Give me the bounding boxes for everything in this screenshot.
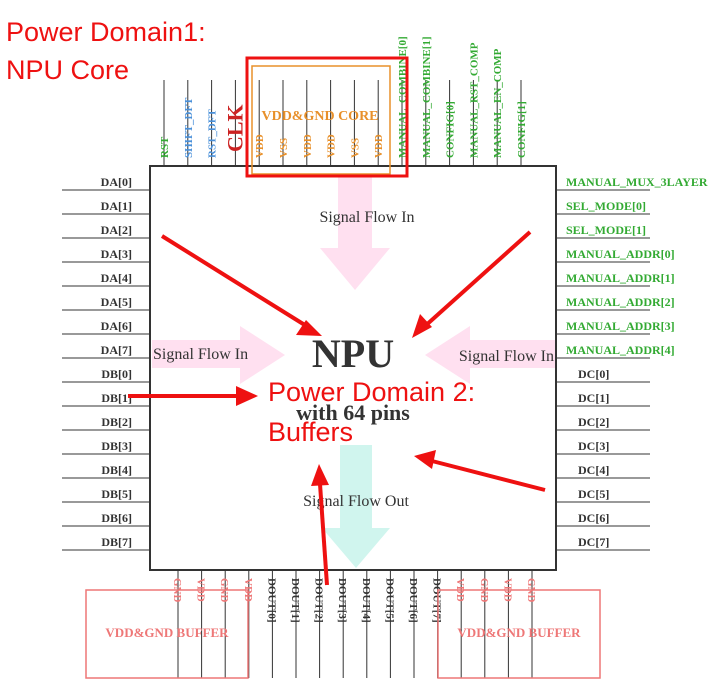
pin-label-bottom: DOUT[0]: [265, 578, 277, 623]
pin-label-left: DB[0]: [101, 367, 132, 381]
pin-label-bottom: DOUT[1]: [289, 578, 301, 623]
buffer-left-group-box: [85, 589, 249, 679]
pin-label-left: DA[1]: [101, 199, 132, 213]
power-domain1-title: Power Domain1:: [6, 17, 206, 47]
pin-label-right: MANUAL_ADDR[2]: [566, 295, 675, 309]
pin-label-top: VDD: [373, 134, 385, 158]
power-domain2-subtitle: Buffers: [268, 417, 354, 447]
buffer-right-group-box: [437, 589, 601, 679]
pin-label-top: RST_DFT: [207, 108, 219, 158]
pin-label-left: DB[2]: [101, 415, 132, 429]
pin-label-left: DB[5]: [101, 487, 132, 501]
arrow-right-to-buffers: [431, 459, 546, 492]
pin-label-right: DC[1]: [578, 391, 609, 405]
pin-label-top: VSS: [278, 138, 290, 158]
pin-label-top: RST: [159, 136, 171, 158]
chip-subtitle: with 64 pins: [296, 400, 410, 425]
pin-label-top: VDD: [302, 134, 314, 158]
pin-label-bottom: DOUT[5]: [383, 578, 395, 623]
pin-label-left: DB[7]: [101, 535, 132, 549]
pin-label-left: DA[2]: [101, 223, 132, 237]
pin-label-top: CONFIG[0]: [445, 101, 457, 158]
left-pin-group: DA[0] DA[1] DA[2] DA[3] DA[4] DA[5] DA[6] DA[7]…: [62, 175, 150, 551]
pin-label-right: DC[0]: [578, 367, 609, 381]
npu-chip-body: [149, 165, 557, 571]
signal-flow-out-label: Signal Flow Out: [303, 493, 409, 510]
pin-label-top: MANUAL_RST_COMP: [468, 42, 480, 158]
pin-label-left: DA[0]: [101, 175, 132, 189]
pin-label-top: MANUAL_EN_COMP: [492, 48, 504, 158]
arrowhead: [311, 464, 329, 486]
pin-label-bottom: DOUT[6]: [407, 578, 419, 623]
pin-label-right: MANUAL_ADDR[3]: [566, 319, 675, 333]
pin-label-left: DA[3]: [101, 247, 132, 261]
pin-label-left: DB[4]: [101, 463, 132, 477]
pin-label-bottom: DOUT[4]: [360, 578, 372, 623]
power-domain1-subtitle: NPU Core: [6, 55, 130, 85]
pin-label-right: MANUAL_ADDR[0]: [566, 247, 675, 261]
pin-label-left: DA[4]: [101, 271, 132, 285]
flow-arrow-left: [152, 326, 285, 384]
pin-label-right: DC[2]: [578, 415, 609, 429]
chip-title: NPU: [312, 331, 394, 376]
pin-label-right: DC[6]: [578, 511, 609, 525]
pin-label-top: VSS: [349, 138, 361, 158]
pin-label-top: CONFIG[1]: [516, 101, 528, 158]
core-power-group-label: VDD&GND CORE: [261, 109, 378, 124]
buffer-right-group-label: VDD&GND BUFFER: [457, 625, 581, 640]
pin-label-right: DC[4]: [578, 463, 609, 477]
pin-label-top: VDD: [326, 134, 338, 158]
pin-label-top: SHIFT_DFT: [183, 97, 195, 158]
arrowhead: [296, 320, 322, 336]
arrowhead: [414, 450, 436, 469]
signal-flow-in-right-label: Signal Flow In: [459, 348, 554, 365]
pin-label-top: CLK: [222, 104, 247, 152]
pin-label-left: DA[6]: [101, 319, 132, 333]
pin-label-right: SEL_MODE[1]: [566, 223, 646, 237]
pin-label-right: DC[7]: [578, 535, 609, 549]
pin-label-bottom: DOUT[7]: [431, 578, 443, 623]
flow-arrow-bottom: [322, 445, 390, 568]
right-pin-group: MANUAL_MUX_3LAYER SEL_MODE[0] SEL_MODE[1] M…: [556, 175, 708, 551]
power-domain2-title: Power Domain 2:: [268, 377, 476, 407]
pin-label-bottom: DOUT[3]: [336, 578, 348, 623]
pin-label-left: DB[3]: [101, 439, 132, 453]
signal-flow-arrows: [152, 176, 555, 568]
pin-label-right: MANUAL_ADDR[1]: [566, 271, 675, 285]
signal-flow-in-top-label: Signal Flow In: [319, 209, 414, 226]
pin-label-right: MANUAL_MUX_3LAYER: [566, 175, 708, 189]
pin-label-right: DC[5]: [578, 487, 609, 501]
pin-label-left: DA[7]: [101, 343, 132, 357]
pin-label-top: VDD: [254, 134, 266, 158]
power-domain1-highlight: [245, 56, 409, 178]
arrow-topleft-to-npu: [160, 234, 310, 329]
annotation-arrows: [128, 230, 546, 586]
flow-arrow-right: [425, 326, 555, 384]
buffer-left-group-label: VDD&GND BUFFER: [105, 625, 229, 640]
arrowhead: [412, 314, 432, 338]
pin-label-top: MANUAL_COMBINE[1]: [421, 36, 433, 158]
signal-flow-in-left-label: Signal Flow In: [153, 346, 248, 363]
pin-label-left: DB[1]: [101, 391, 132, 405]
core-power-group-box: [251, 65, 391, 175]
arrow-topright-to-npu: [422, 230, 532, 329]
arrowhead: [236, 386, 258, 406]
flow-arrow-top: [320, 176, 390, 290]
pin-label-right: DC[3]: [578, 439, 609, 453]
arrow-bottom-to-buffers: [318, 483, 329, 586]
pin-label-left: DB[6]: [101, 511, 132, 525]
pin-label-bottom: DOUT[2]: [313, 578, 325, 623]
pin-label-left: DA[5]: [101, 295, 132, 309]
pin-label-right: MANUAL_ADDR[4]: [566, 343, 675, 357]
pin-label-right: SEL_MODE[0]: [566, 199, 646, 213]
